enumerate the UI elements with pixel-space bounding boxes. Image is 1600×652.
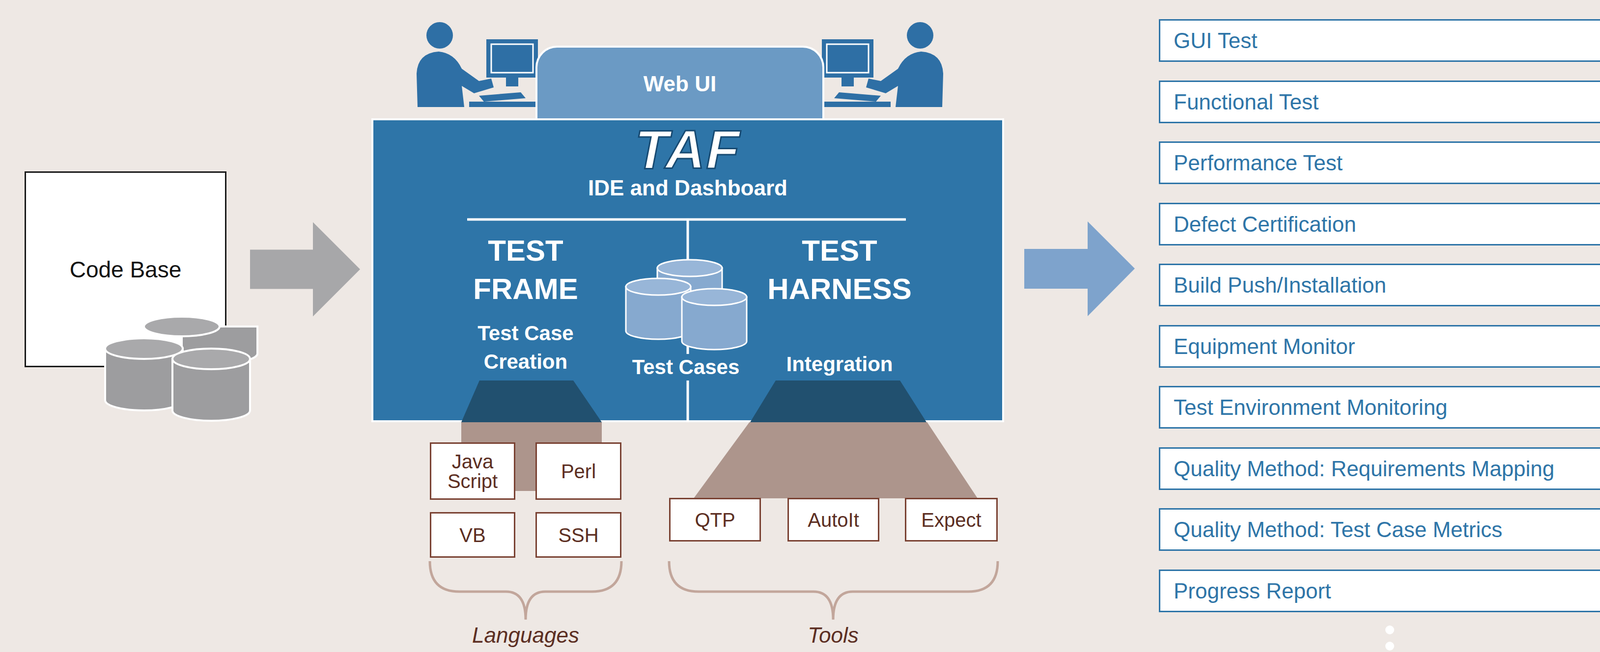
node-label: VB — [459, 525, 486, 546]
capability-box: Defect Certification — [1158, 202, 1600, 246]
node-label: QTP — [694, 510, 735, 531]
capability-box: GUI Test — [1158, 19, 1600, 62]
node-label: Defect Certification — [1173, 211, 1357, 238]
ellipsis-dot — [1385, 625, 1395, 635]
ellipsis-dot — [1385, 642, 1395, 651]
node-label: Functional Test — [1173, 89, 1319, 115]
section-box: TEST FRAME Test Case Creation — [444, 231, 607, 381]
node-label: Perl — [561, 461, 596, 482]
node-label: AutoIt — [807, 510, 860, 531]
language-box: Perl — [535, 442, 622, 501]
tab-box: Web UI — [535, 45, 825, 123]
node-label: Quality Method: Requirements Mapping — [1173, 456, 1555, 482]
capability-box: Functional Test — [1158, 80, 1600, 124]
group-label: Languages — [427, 623, 624, 648]
brace — [429, 561, 622, 620]
node-label: Quality Method: Test Case Metrics — [1173, 517, 1503, 543]
framework-box: TAFIDE and DashboardTEST FRAME Test Case … — [371, 118, 1005, 423]
node-label: Test Cases — [628, 354, 744, 381]
capability-box: Progress Report — [1158, 569, 1600, 613]
node-label: TAF — [634, 124, 741, 176]
block-arrow — [250, 222, 361, 317]
node-sublabel: Test Case Creation — [444, 319, 607, 377]
tool-box: AutoIt — [787, 498, 880, 542]
node-label: Test Environment Monitoring — [1173, 394, 1448, 421]
node-label: GUI Test — [1173, 28, 1258, 54]
capability-box: Equipment Monitor — [1158, 325, 1600, 368]
node-label: Performance Test — [1173, 150, 1343, 176]
node-label: Code Base — [69, 256, 182, 283]
node-label: TEST HARNESS — [746, 231, 933, 309]
node-sublabel: Integration — [786, 350, 894, 379]
section-box: TEST HARNESS Integration — [746, 231, 933, 381]
node-label: SSH — [558, 525, 599, 546]
tool-box: QTP — [669, 498, 761, 542]
node-label: TEST FRAME — [444, 231, 607, 309]
capability-box: Quality Method: Requirements Mapping — [1158, 447, 1600, 491]
node-sublabel: IDE and Dashboard — [588, 175, 788, 201]
person-at-computer — [821, 22, 944, 108]
language-box: SSH — [535, 512, 622, 559]
capability-box: Quality Method: Test Case Metrics — [1158, 508, 1600, 552]
block-arrow — [1024, 221, 1135, 317]
language-box: VB — [429, 512, 516, 559]
capability-box: Performance Test — [1158, 141, 1600, 185]
language-box: Java Script — [429, 442, 516, 501]
person-at-computer — [416, 22, 538, 108]
tool-box: Expect — [904, 498, 998, 542]
node-label: Expect — [921, 510, 982, 531]
node-label: Progress Report — [1173, 578, 1331, 605]
funnel — [693, 421, 978, 499]
node-label: Build Push/Installation — [1173, 272, 1387, 299]
capability-box: Build Push/Installation — [1158, 263, 1600, 307]
capability-box: Test Environment Monitoring — [1158, 386, 1600, 429]
group-label: Tools — [734, 623, 932, 648]
node-label: Java Script — [435, 451, 510, 492]
brace — [669, 561, 998, 620]
node-label: Web UI — [643, 71, 717, 97]
database-node: Test Cases — [621, 255, 750, 381]
source-box: Code Base — [24, 171, 227, 368]
node-label: Equipment Monitor — [1173, 334, 1355, 360]
